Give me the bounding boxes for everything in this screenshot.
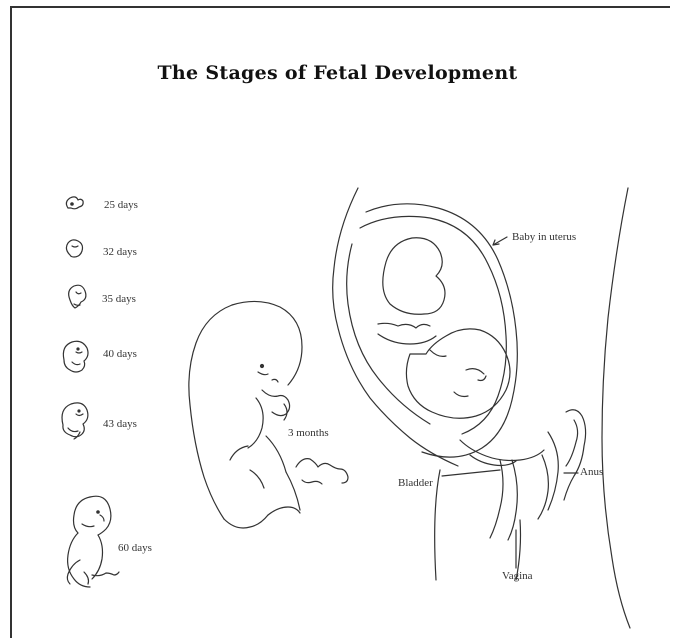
stage-label-43-days: 43 days xyxy=(103,418,137,430)
stage-label-60-days: 60 days xyxy=(118,542,152,554)
stage-label-3-months: 3 months xyxy=(288,427,329,439)
label-vagina: Vagina xyxy=(502,570,533,582)
bladder-leader-line xyxy=(442,470,500,476)
label-baby-in-uterus: Baby in uterus xyxy=(512,231,576,243)
uterus-cross-section-drawing xyxy=(333,188,630,628)
fetus-3-months-drawing xyxy=(189,301,348,528)
stage-label-40-days: 40 days xyxy=(103,348,137,360)
embryo-40-days-drawing xyxy=(63,341,88,372)
stage-label-35-days: 35 days xyxy=(102,293,136,305)
embryo-43-days-drawing xyxy=(62,403,88,439)
stage-label-32-days: 32 days xyxy=(103,246,137,258)
label-anus: Anus xyxy=(580,466,603,478)
label-bladder: Bladder xyxy=(398,477,433,489)
fetus-60-days-drawing xyxy=(67,496,119,587)
stage-label-25-days: 25 days xyxy=(104,199,138,211)
embryo-32-days-drawing xyxy=(66,240,82,257)
embryo-35-days-drawing xyxy=(69,285,86,308)
embryo-25-days-drawing xyxy=(66,197,83,209)
